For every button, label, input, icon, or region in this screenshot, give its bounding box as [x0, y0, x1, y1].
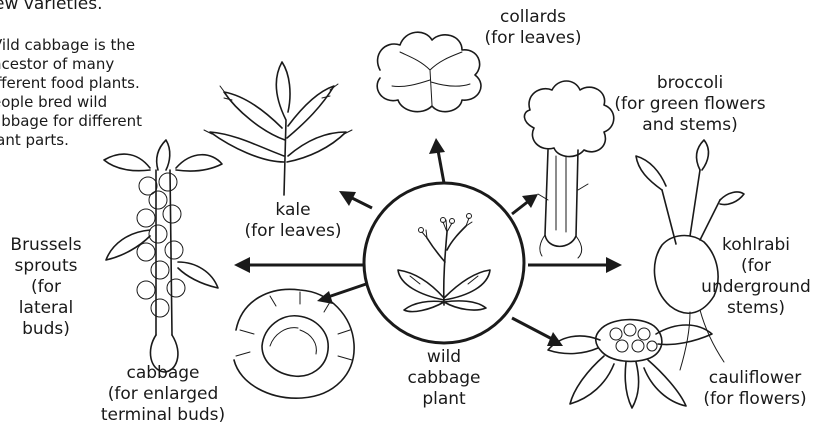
- label-cauliflower: cauliflower (for flowers): [688, 368, 822, 410]
- arrowhead-collards: [429, 138, 445, 154]
- intro-line: ncestor of many: [0, 55, 142, 74]
- label-collards: collards (for leaves): [463, 7, 603, 49]
- kale-illustration: [204, 62, 352, 195]
- label-wild-cabbage-plant: wild cabbage plant: [394, 347, 494, 410]
- arrowhead-kohlrabi: [606, 257, 622, 273]
- arrowhead-brussels: [234, 257, 250, 273]
- intro-line: lant parts.: [0, 131, 142, 150]
- intro-paragraph: Vild cabbage is the ncestor of many iffe…: [0, 36, 142, 150]
- intro-line: abbage for different: [0, 112, 142, 131]
- arrow-to-cabbage: [325, 282, 372, 298]
- label-broccoli: broccoli (for green flowers and stems): [600, 73, 780, 136]
- label-kale: kale (for leaves): [232, 200, 354, 242]
- arrow-to-cauliflower: [512, 318, 554, 340]
- brussels-sprouts-illustration: [104, 140, 222, 372]
- header-fragment: ew varieties.: [0, 0, 103, 15]
- intro-line: Vild cabbage is the: [0, 36, 142, 55]
- label-kohlrabi: kohlrabi (for underground stems): [688, 235, 823, 319]
- intro-line: ifferent food plants.: [0, 74, 142, 93]
- label-brussels-sprouts: Brussels sprouts (for lateral buds): [2, 235, 90, 340]
- label-cabbage: cabbage (for enlarged terminal buds): [88, 363, 238, 426]
- wild-cabbage-illustration: [364, 183, 524, 343]
- intro-line: eople bred wild: [0, 93, 142, 112]
- cabbage-illustration: [234, 289, 354, 398]
